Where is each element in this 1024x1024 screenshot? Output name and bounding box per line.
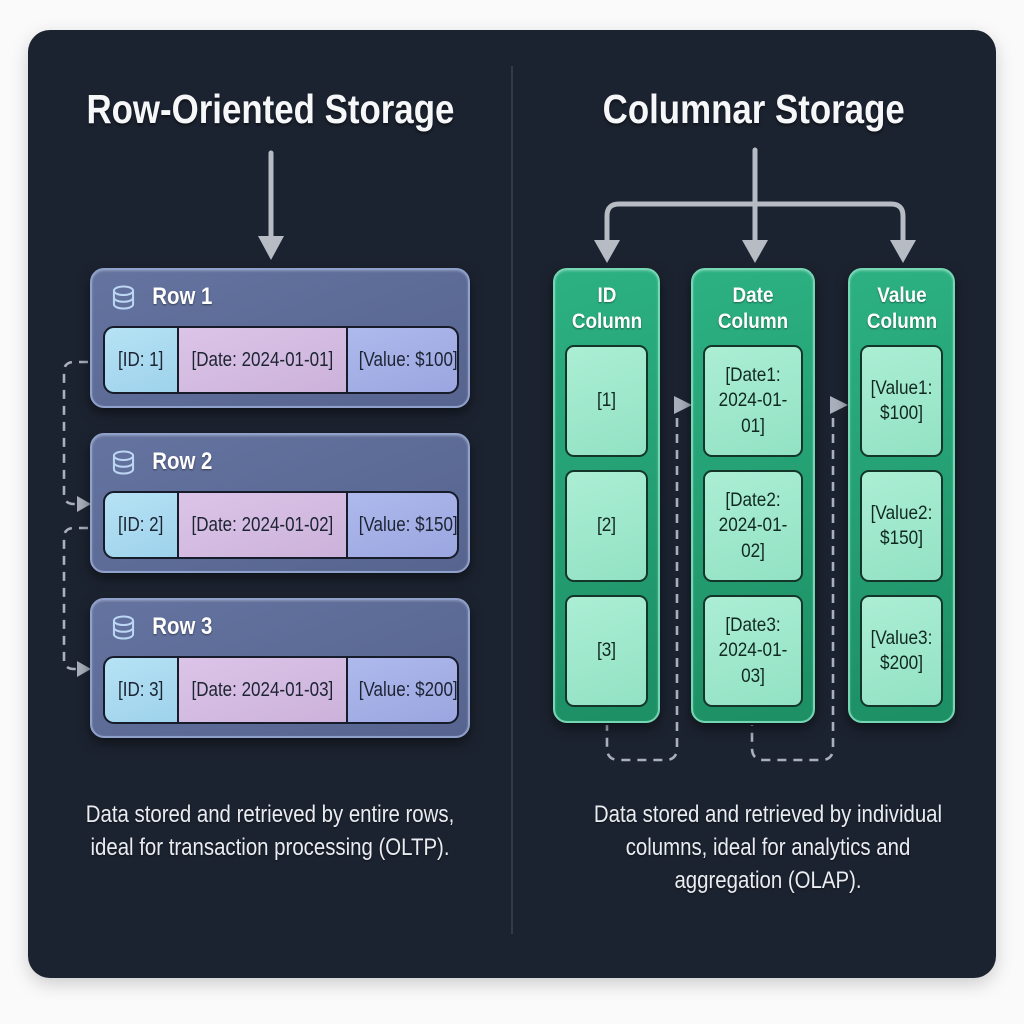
row-cell-id: [ID: 3] [105, 658, 177, 722]
row-cell-id: [ID: 1] [105, 328, 177, 392]
row-2-box: Row 2 [ID: 2] [Date: 2024-01-02] [Value:… [90, 433, 470, 573]
row-1-header: Row 1 [110, 283, 218, 311]
column-cell: [Value3: $200] [860, 595, 943, 707]
row-cell-date: [Date: 2024-01-01] [177, 328, 346, 392]
database-icon [112, 614, 135, 640]
row-1-box: Row 1 [ID: 1] [Date: 2024-01-01] [Value:… [90, 268, 470, 408]
id-column-cells: [1] [2] [3] [555, 345, 658, 707]
right-caption: Data stored and retrieved by individual … [593, 801, 943, 895]
row-1-cells: [ID: 1] [Date: 2024-01-01] [Value: $100] [103, 326, 459, 394]
row-label: Row 2 [152, 448, 213, 475]
database-icon [112, 449, 135, 475]
value-column-box: Value Column [Value1: $100] [Value2: $15… [848, 268, 955, 723]
column-cell: [Date2: 2024-01-02] [703, 470, 803, 582]
row-cell-date: [Date: 2024-01-02] [177, 493, 346, 557]
date-column-box: Date Column [Date1: 2024-01-01] [Date2: … [691, 268, 815, 723]
row-3-box: Row 3 [ID: 3] [Date: 2024-01-03] [Value:… [90, 598, 470, 738]
row-cell-value: [Value: $100] [345, 328, 457, 392]
column-header: ID Column [571, 283, 642, 333]
column-cell: [Date3: 2024-01-03] [703, 595, 803, 707]
row-cell-id: [ID: 2] [105, 493, 177, 557]
id-column-box: ID Column [1] [2] [3] [553, 268, 660, 723]
column-cell: [Value2: $150] [860, 470, 943, 582]
column-cell: [Value1: $100] [860, 345, 943, 457]
left-title: Row-Oriented Storage [86, 86, 454, 132]
column-cell: [Date1: 2024-01-01] [703, 345, 803, 457]
row-3-header: Row 3 [110, 613, 218, 641]
column-cell: [1] [565, 345, 648, 457]
column-header: Value Column [866, 283, 937, 333]
row-label: Row 3 [152, 613, 213, 640]
row-cell-date: [Date: 2024-01-03] [177, 658, 346, 722]
row-label: Row 1 [152, 283, 213, 310]
value-column-cells: [Value1: $100] [Value2: $150] [Value3: $… [850, 345, 953, 707]
row-2-header: Row 2 [110, 448, 218, 476]
date-column-cells: [Date1: 2024-01-01] [Date2: 2024-01-02] … [693, 345, 813, 707]
column-cell: [3] [565, 595, 648, 707]
row-2-cells: [ID: 2] [Date: 2024-01-02] [Value: $150] [103, 491, 459, 559]
left-caption: Data stored and retrieved by entire rows… [85, 801, 455, 862]
right-title: Columnar Storage [602, 86, 906, 132]
row-3-cells: [ID: 3] [Date: 2024-01-03] [Value: $200] [103, 656, 459, 724]
column-cell: [2] [565, 470, 648, 582]
column-header: Date Column [717, 283, 789, 333]
row-cell-value: [Value: $200] [345, 658, 457, 722]
database-icon [112, 284, 135, 310]
row-cell-value: [Value: $150] [345, 493, 457, 557]
